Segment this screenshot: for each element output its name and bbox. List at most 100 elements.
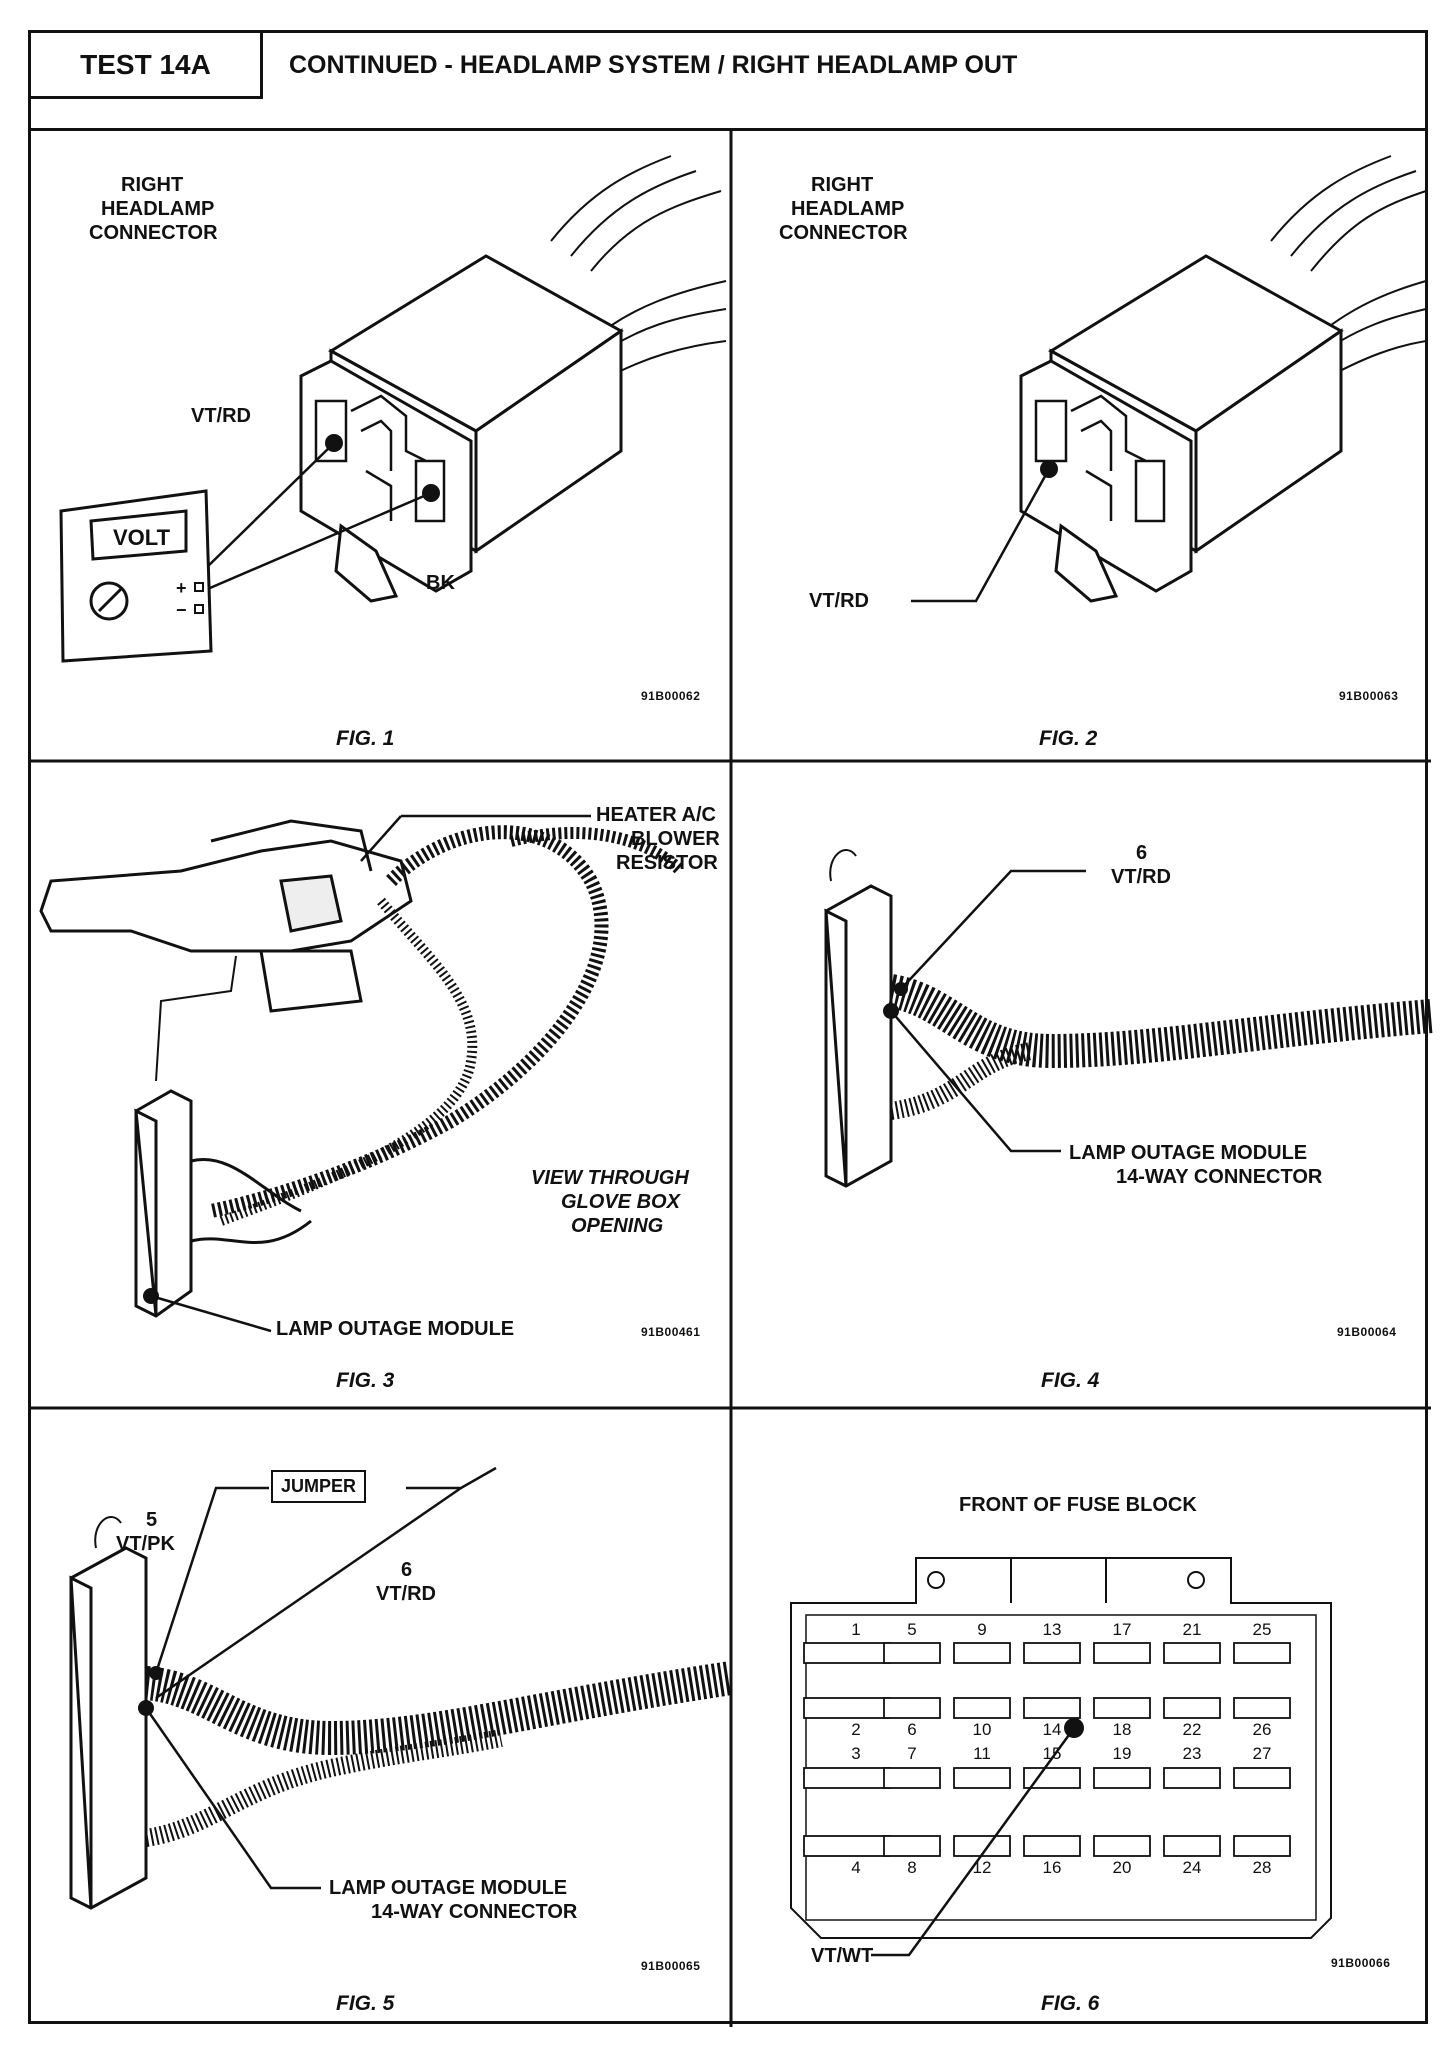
fuse-slot: [1093, 1835, 1151, 1857]
fig3-panel: HEATER A/C BLOWER RESISTOR VIEW THROUGH …: [31, 761, 731, 1408]
fuse-slot: [1163, 1697, 1221, 1719]
fuse-number: 24: [1182, 1858, 1202, 1877]
fig1-label-connector: CONNECTOR: [89, 222, 218, 244]
fig4-panel: 6 VT/RD LAMP OUTAGE MODULE 14-WAY CONNEC…: [731, 761, 1433, 1408]
fuse-slot: [1093, 1642, 1151, 1664]
fuse-slot: [1093, 1767, 1151, 1789]
fig1-panel: RIGHT HEADLAMP CONNECTOR VT/RD BK VOLT +…: [31, 131, 731, 761]
fuse-slot: [883, 1642, 941, 1664]
fuse-slot: [1093, 1697, 1151, 1719]
fig6-caption: FIG. 6: [1041, 1992, 1100, 2015]
fuse-slot: [883, 1767, 941, 1789]
fuse-number: 20: [1112, 1858, 1132, 1877]
fig2-label-connector: CONNECTOR: [779, 222, 908, 244]
fig6-code: 91B00066: [1331, 1956, 1391, 1970]
fuse-number: 27: [1252, 1744, 1272, 1763]
fig2-code: 91B00063: [1339, 689, 1399, 703]
fuse-slot: [1163, 1767, 1221, 1789]
fig5-pin6-num: 6: [401, 1559, 413, 1581]
fig1-minus: −: [176, 600, 187, 620]
fig1-wire-vtrd: VT/RD: [191, 405, 251, 427]
fuse-number: 11: [973, 1744, 991, 1763]
fuse-slot: [953, 1642, 1011, 1664]
fig5-drawing: [69, 1466, 734, 1910]
fuse-slot: [883, 1835, 941, 1857]
fuse-slot: [803, 1767, 891, 1789]
fuse-number: 26: [1252, 1720, 1272, 1739]
test-label: TEST 14A: [31, 33, 263, 99]
fig1-plus: +: [176, 578, 187, 598]
test-sheet: TEST 14A CONTINUED - HEADLAMP SYSTEM / R…: [28, 30, 1433, 2027]
header: TEST 14A CONTINUED - HEADLAMP SYSTEM / R…: [31, 33, 1425, 131]
fig2-label-headlamp: HEADLAMP: [791, 198, 905, 220]
fig4-code: 91B00064: [1337, 1325, 1397, 1339]
fuse-number: 25: [1252, 1620, 1272, 1639]
fig5-code: 91B00065: [641, 1959, 701, 1973]
fig4-drawing: [824, 849, 1433, 1188]
fuse-number: 1: [851, 1620, 861, 1639]
fuse-number: 19: [1112, 1744, 1132, 1763]
fuse-number: 3: [851, 1744, 861, 1763]
fig4-module-2: 14-WAY CONNECTOR: [1116, 1166, 1323, 1188]
fuse-number: 6: [907, 1720, 917, 1739]
fig5-module-1: LAMP OUTAGE MODULE: [329, 1877, 568, 1899]
fuse-number: 13: [1042, 1620, 1062, 1639]
fig5-module-2: 14-WAY CONNECTOR: [371, 1901, 578, 1923]
fuse-number: 22: [1182, 1720, 1202, 1739]
fig4-caption: FIG. 4: [1041, 1369, 1100, 1392]
fig6-drawing: [790, 1557, 1332, 1957]
fuse-slot: [803, 1835, 891, 1857]
fuse-number: 16: [1042, 1858, 1062, 1877]
fuse-slot: [953, 1697, 1011, 1719]
fuse-slot: [803, 1642, 891, 1664]
fuse-slot: [1233, 1767, 1291, 1789]
fig1-code: 91B00062: [641, 689, 701, 703]
fuse-slot: [1023, 1697, 1081, 1719]
fig5-panel: JUMPER 5 VT/PK 6 VT/RD LAMP OUTAGE MODUL…: [31, 1408, 734, 2027]
fuse-slot: [953, 1767, 1011, 1789]
fuse-slot: [803, 1697, 891, 1719]
fig5-caption: FIG. 5: [336, 1992, 395, 2015]
fig3-module: LAMP OUTAGE MODULE: [276, 1318, 515, 1340]
fuse-number: 7: [907, 1744, 917, 1763]
fuse-number: 23: [1182, 1744, 1202, 1763]
fuse-number: 10: [972, 1720, 992, 1739]
fuse-number: 12: [972, 1858, 992, 1877]
fuse-slot: [1023, 1767, 1081, 1789]
fig3-code: 91B00461: [641, 1325, 701, 1339]
grid-lines: [31, 131, 1431, 2027]
fig6-wire-vtwt: VT/WT: [811, 1945, 874, 1967]
fuse-slot: [1023, 1642, 1081, 1664]
fuse-number: 28: [1252, 1858, 1272, 1877]
fig1-caption: FIG. 1: [336, 727, 395, 750]
fig5-pin5-num: 5: [146, 1509, 158, 1531]
fuse-slot: [1233, 1642, 1291, 1664]
fuse-number: 4: [851, 1858, 861, 1877]
fig1-drawing: [59, 155, 727, 663]
fuse-number: 21: [1182, 1620, 1202, 1639]
fig4-pin-wire: VT/RD: [1111, 866, 1171, 888]
fig1-meter-label: VOLT: [113, 525, 171, 550]
fig2-label-right: RIGHT: [811, 174, 874, 196]
fig2-drawing: [911, 155, 1427, 603]
fig3-view-3: OPENING: [571, 1215, 664, 1237]
fig3-view-1: VIEW THROUGH: [531, 1167, 689, 1189]
fig3-view-2: GLOVE BOX: [561, 1191, 680, 1213]
fig4-pin-num: 6: [1136, 842, 1148, 864]
fig5-jumper-box: JUMPER: [271, 1470, 367, 1503]
fuse-slots: [803, 1642, 1291, 1857]
fuse-number: 15: [1042, 1744, 1062, 1763]
fuse-slot: [1163, 1835, 1221, 1857]
fig3-heater-3: RESISTOR: [616, 852, 718, 874]
fuse-slot: [1023, 1835, 1081, 1857]
fig3-heater-1: HEATER A/C: [596, 804, 716, 826]
fig3-heater-2: BLOWER: [631, 828, 720, 850]
fig3-caption: FIG. 3: [336, 1369, 395, 1392]
fig2-panel: RIGHT HEADLAMP CONNECTOR VT/RD 91B00063 …: [731, 131, 1431, 761]
fig2-caption: FIG. 2: [1039, 727, 1098, 750]
fig6-title: FRONT OF FUSE BLOCK: [959, 1494, 1197, 1516]
fuse-number: 18: [1112, 1720, 1132, 1739]
fuse-slot: [883, 1697, 941, 1719]
fuse-slot: [1163, 1642, 1221, 1664]
